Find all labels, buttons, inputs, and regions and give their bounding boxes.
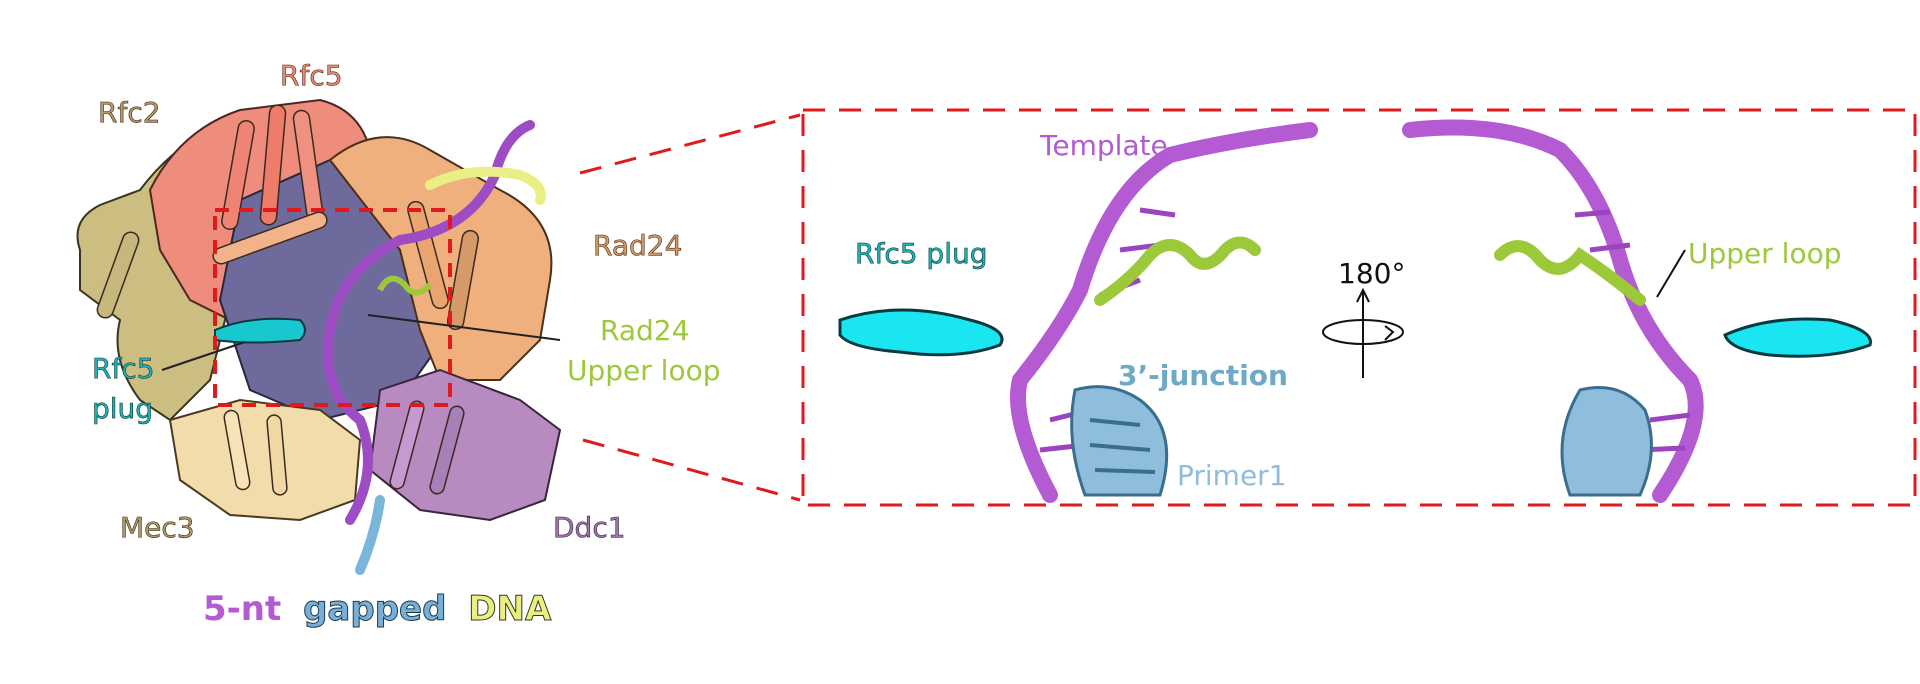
caption: 5-nt gapped DNA — [203, 589, 552, 629]
zoom-line-bottom — [582, 438, 801, 502]
inset-label-rfc5-plug: Rfc5 plug — [855, 237, 988, 270]
inset-label-primer1: Primer1 — [1177, 459, 1287, 492]
inset-rfc5-plug-right — [1723, 317, 1872, 358]
mec3-region — [168, 398, 362, 522]
protein-structure — [76, 98, 562, 575]
rad24-loop-leader — [367, 314, 561, 341]
inset-content — [838, 119, 1872, 503]
label-rfc2: Rfc2 — [98, 96, 161, 129]
label-rad24: Rad24 — [593, 229, 682, 262]
inset-primer1-left-rungs — [1089, 418, 1156, 474]
label-rad24-upper-loop-2: Upper loop — [567, 354, 721, 387]
label-ddc1: Ddc1 — [553, 511, 626, 544]
label-rad24-upper-loop-1: Rad24 — [600, 314, 689, 347]
inset-label-rotation: 180° — [1338, 257, 1405, 290]
caption-gapped: gapped — [303, 589, 446, 629]
inset-primer1-left — [1070, 385, 1169, 497]
blue-dna-strand — [355, 495, 385, 575]
caption-5nt: 5-nt — [203, 589, 281, 629]
helix-texture — [96, 104, 480, 496]
inset-upper-loop-leader — [1656, 249, 1686, 298]
inset-label-upper-loop: Upper loop — [1688, 237, 1842, 270]
rotation-icon — [1322, 287, 1404, 378]
inset-upper-loop-left — [1094, 236, 1261, 306]
rfc5-plug-leader — [161, 341, 246, 371]
inset-dashed-box — [801, 108, 1917, 507]
zoom-line-top — [579, 113, 801, 175]
label-rfc5: Rfc5 — [280, 59, 343, 92]
label-rfc5-plug-2: plug — [92, 392, 153, 425]
inset-rfc5-plug-left — [838, 308, 1004, 357]
label-mec3: Mec3 — [120, 511, 195, 544]
inset-label-3prime-junction: 3’-junction — [1118, 359, 1288, 392]
yellow-dna-strand — [425, 166, 546, 205]
ddc1-region — [368, 368, 562, 522]
inset-template-left — [1010, 122, 1318, 503]
rad24-region — [328, 136, 553, 381]
inset-template-right — [1402, 119, 1704, 503]
inset-upper-loop-right — [1494, 240, 1646, 306]
upper-loop-shape — [377, 275, 433, 296]
inset-label-template: Template — [1039, 129, 1168, 162]
label-rfc5-plug-1: Rfc5 — [92, 352, 155, 385]
caption-dna: DNA — [468, 589, 552, 629]
inset-primer1-right — [1560, 386, 1653, 497]
